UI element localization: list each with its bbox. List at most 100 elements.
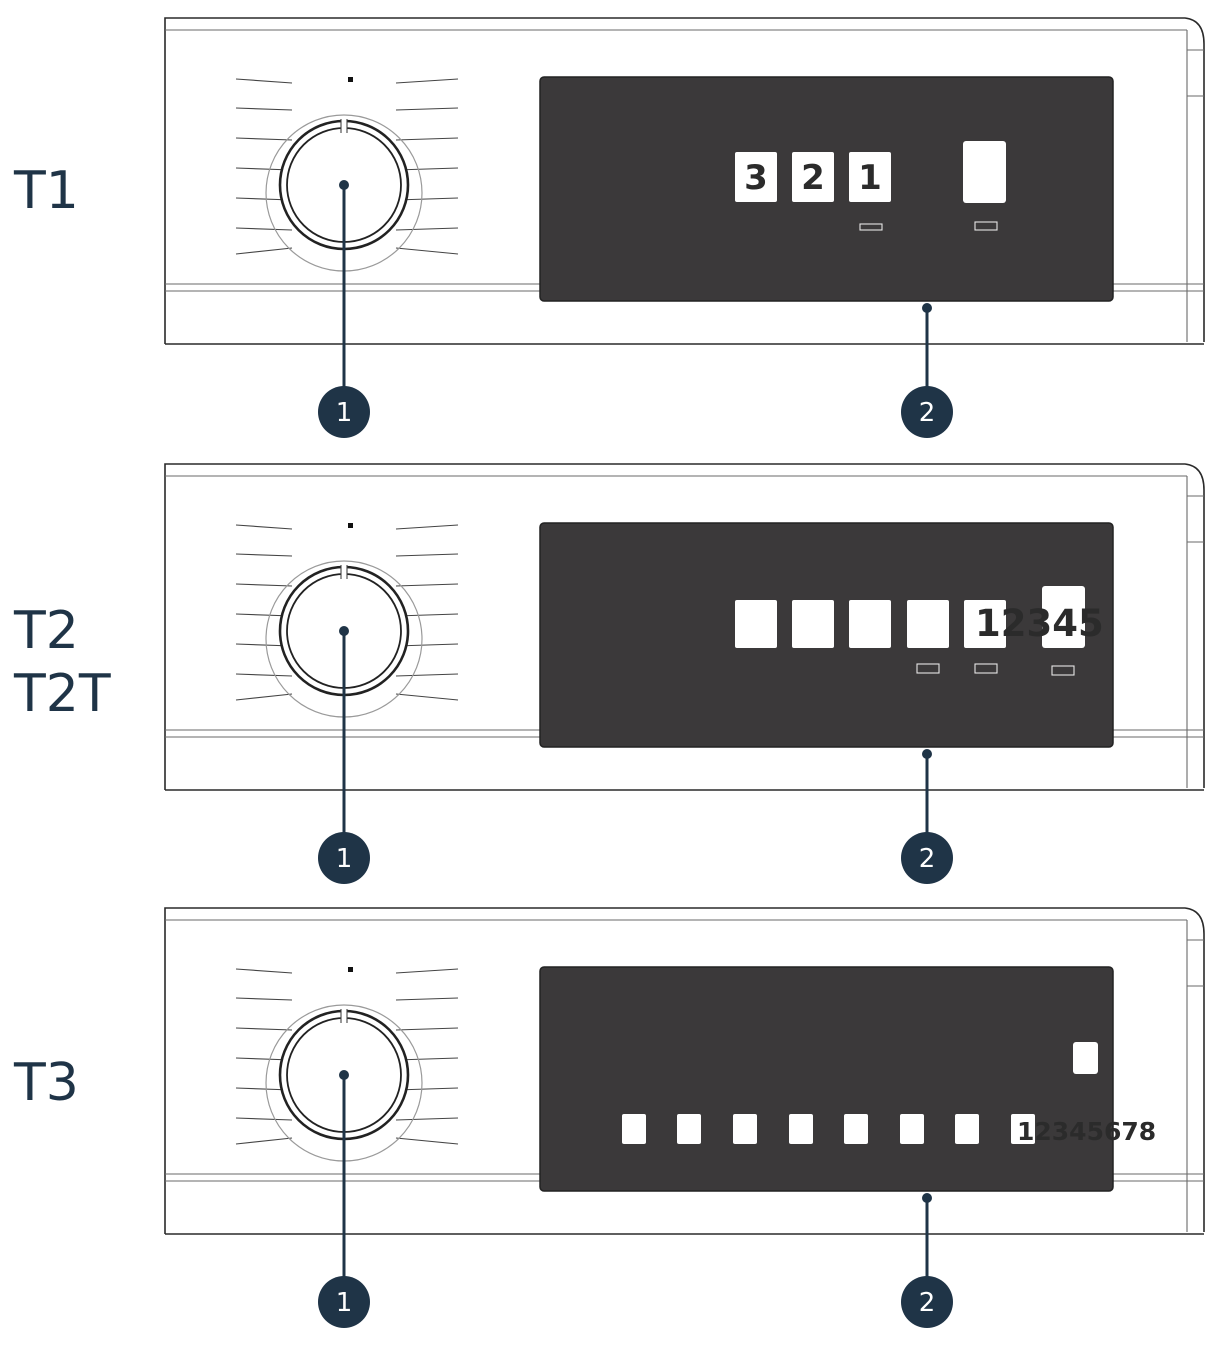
dial-tick <box>235 247 293 255</box>
callout-2-number: 2 <box>919 844 936 874</box>
option-button-8 <box>1011 1114 1035 1144</box>
dial-scale-marks <box>235 968 459 1145</box>
dial-tick <box>395 247 459 255</box>
dial-scale-marks <box>235 78 459 255</box>
program-dial <box>235 523 459 718</box>
callout-2-badge <box>901 832 953 884</box>
dial-tick <box>235 997 293 1001</box>
callout-1-number: 1 <box>336 1288 353 1318</box>
dial-tick <box>395 78 459 84</box>
dial-tick <box>395 137 459 141</box>
dial-tick <box>235 524 293 530</box>
option-button-number: 3 <box>744 158 768 198</box>
appliance-panel-outline <box>164 907 1205 1235</box>
dial-tick <box>235 553 293 557</box>
dial-notch <box>341 1009 347 1023</box>
indicator-led <box>1051 665 1075 676</box>
start-button <box>963 141 1006 203</box>
option-button-2 <box>677 1114 701 1144</box>
callout-2-number: 2 <box>919 1288 936 1318</box>
option-button-3 <box>849 152 891 202</box>
option-button-6 <box>900 1114 924 1144</box>
callout-2-badge <box>901 1276 953 1328</box>
indicator-led <box>916 663 940 674</box>
start-button <box>1073 1042 1098 1074</box>
dial-notch <box>341 119 347 133</box>
option-button-4 <box>789 1114 813 1144</box>
model-label-t1: T1 <box>13 161 79 221</box>
indicator-led <box>859 223 883 231</box>
callout-1-number: 1 <box>336 398 353 428</box>
display-panel: 12345 <box>539 522 1114 748</box>
option-button-5 <box>964 600 1006 648</box>
option-button-3 <box>733 1114 757 1144</box>
dial-tick <box>235 78 293 84</box>
dial-tick <box>235 1027 293 1031</box>
dial-tick <box>395 553 459 557</box>
dial-tick <box>235 583 293 587</box>
option-button-3 <box>849 600 891 648</box>
display-panel: 12345678 <box>539 966 1156 1192</box>
callout-2-number: 2 <box>919 398 936 428</box>
start-button <box>1042 586 1085 648</box>
dial-tick <box>395 968 459 974</box>
dial-tick <box>395 1027 459 1031</box>
program-dial <box>235 967 459 1162</box>
dial-tick <box>395 997 459 1001</box>
panel-frame <box>164 907 1205 1234</box>
option-button-number: 1 <box>858 158 882 198</box>
dial-tick <box>235 968 293 974</box>
dial-tick <box>395 524 459 530</box>
dial-indicator-dot <box>348 967 353 972</box>
callout-1-badge <box>318 1276 370 1328</box>
dial-tick <box>235 673 293 677</box>
dial-tick <box>395 107 459 111</box>
option-button-5 <box>844 1114 868 1144</box>
dial-tick <box>395 583 459 587</box>
dial-tick <box>235 227 293 231</box>
dial-tick <box>395 1117 459 1121</box>
callout-1-badge <box>318 832 370 884</box>
option-button-1 <box>622 1114 646 1144</box>
option-button-2 <box>792 152 834 202</box>
panel-frame <box>164 463 1205 790</box>
button-number-labels: 12345678 <box>1017 1117 1156 1146</box>
program-dial <box>235 77 459 272</box>
model-label-t2t: T2T <box>13 664 111 724</box>
option-button-1 <box>735 600 777 648</box>
dial-tick <box>395 1137 459 1145</box>
callout-1-number: 1 <box>336 844 353 874</box>
dial-tick <box>235 1117 293 1121</box>
option-button-4 <box>907 600 949 648</box>
indicator-led <box>974 221 998 231</box>
dial-tick <box>235 107 293 111</box>
appliance-panel-outline <box>164 17 1205 345</box>
dial-notch <box>341 565 347 579</box>
model-label-t3: T3 <box>13 1053 79 1113</box>
model-label-t2: T2 <box>13 601 79 661</box>
indicator-led <box>974 663 998 674</box>
dial-tick <box>395 673 459 677</box>
display-screen <box>539 966 1114 1192</box>
option-button-2 <box>792 600 834 648</box>
dial-indicator-dot <box>348 77 353 82</box>
appliance-panel-outline <box>164 463 1205 791</box>
dial-tick <box>395 693 459 701</box>
button-number-labels: 12345 <box>975 602 1104 645</box>
option-button-1 <box>735 152 777 202</box>
dial-tick <box>235 1137 293 1145</box>
dial-tick <box>235 693 293 701</box>
dial-tick <box>235 137 293 141</box>
dial-indicator-dot <box>348 523 353 528</box>
callout-2-badge <box>901 386 953 438</box>
panel-frame <box>164 17 1205 344</box>
dial-tick <box>395 227 459 231</box>
